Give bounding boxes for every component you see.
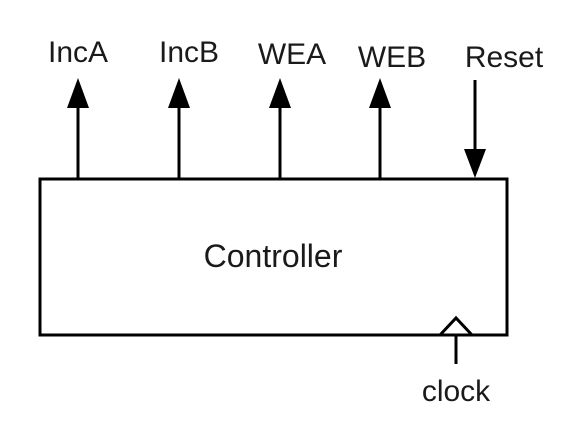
inca-arrowhead (67, 78, 89, 108)
clock-label: clock (422, 375, 491, 408)
output-inca-signal: IncA (48, 36, 108, 179)
web-arrowhead (369, 78, 391, 108)
input-clock-signal: clock (422, 315, 491, 408)
inca-label: IncA (48, 36, 108, 69)
web-label: WEB (358, 41, 426, 74)
controller-label: Controller (204, 238, 343, 274)
output-incb-signal: IncB (159, 36, 219, 179)
wea-label: WEA (258, 38, 326, 71)
output-web-signal: WEB (358, 41, 426, 179)
reset-label: Reset (465, 41, 544, 74)
clock-edge-triangle (438, 315, 474, 337)
incb-arrowhead (168, 78, 190, 108)
reset-arrowhead (464, 149, 486, 178)
controller-block (38, 177, 509, 337)
incb-label: IncB (159, 36, 219, 69)
wea-arrowhead (269, 78, 291, 108)
input-reset-signal: Reset (464, 41, 544, 178)
output-wea-signal: WEA (258, 38, 326, 179)
